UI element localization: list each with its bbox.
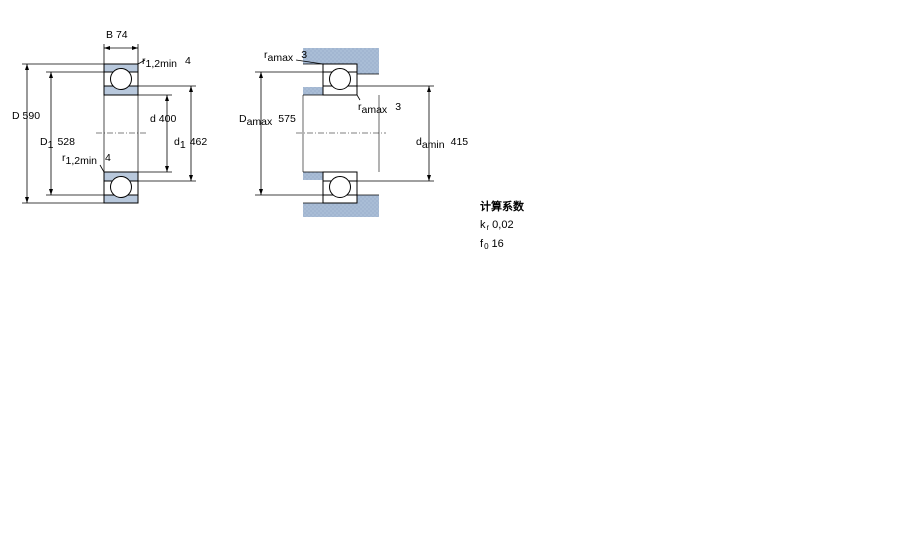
coefficients-heading: 计算系数 xyxy=(480,200,524,213)
bearing-dimensions xyxy=(22,44,196,204)
housing-bottom xyxy=(303,203,379,217)
d-label: d 400 xyxy=(150,113,176,125)
bearing-section xyxy=(96,63,146,204)
housing-top xyxy=(303,48,379,64)
ball-bottom xyxy=(110,176,132,198)
B-label: B 74 xyxy=(106,29,128,41)
D-label: D 590 xyxy=(12,110,40,122)
mounting-section xyxy=(255,48,434,217)
bearing-arrows xyxy=(25,46,193,203)
ball-top xyxy=(110,68,132,90)
